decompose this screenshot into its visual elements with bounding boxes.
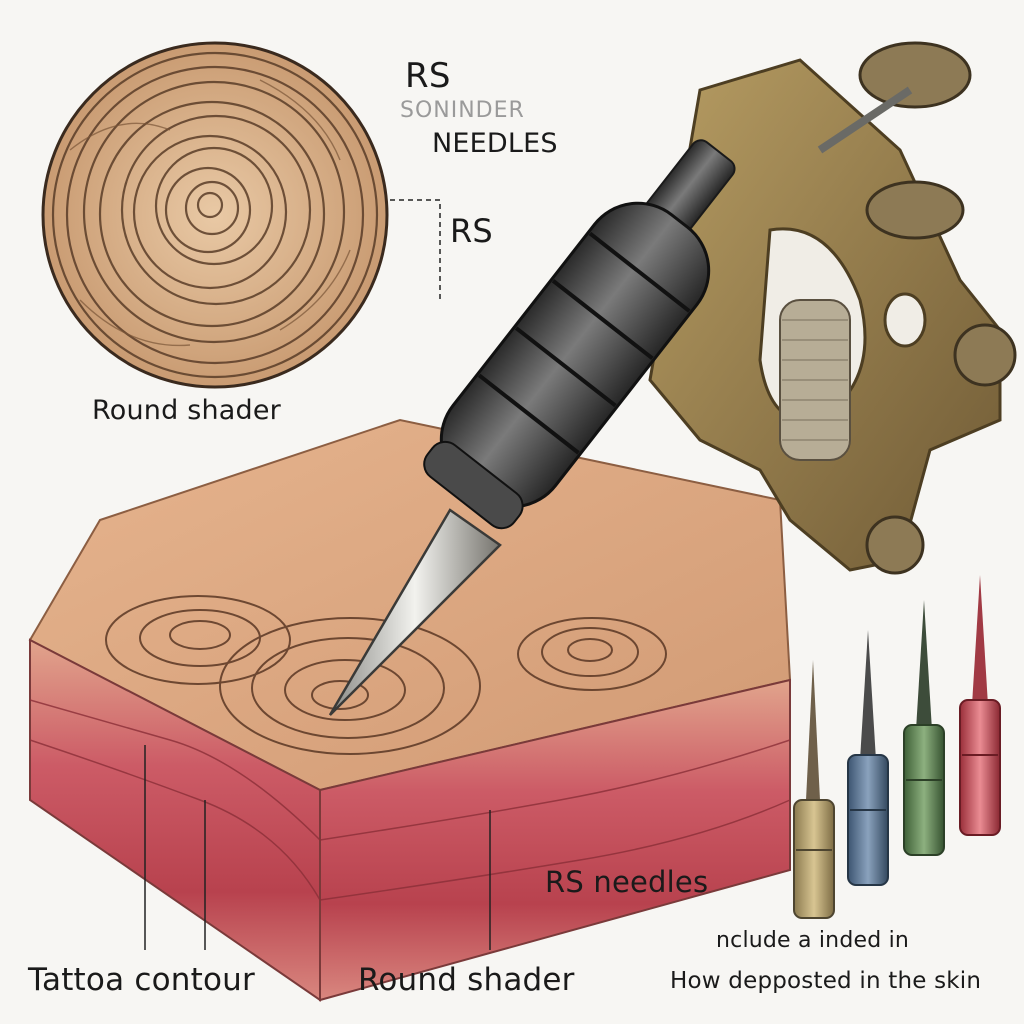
skin-block	[30, 420, 790, 1000]
skin-detail-circle	[43, 43, 387, 387]
label-rs-top: RS	[405, 56, 451, 96]
label-include-text: nclude a inded in	[716, 928, 909, 953]
label-needles-top: NEEDLES	[432, 128, 558, 159]
connector-line	[390, 200, 440, 300]
label-how-text: How depposted in the skin	[670, 968, 981, 994]
label-faded-text: SONINDER	[400, 98, 525, 123]
label-rs-needles: RS needles	[545, 865, 708, 899]
needle-cartridge-icon	[794, 575, 1000, 918]
label-round-shader-bottom: Round shader	[358, 962, 575, 998]
label-tattoo-contour: Tattoa contour	[28, 962, 255, 998]
label-rs-mid: RS	[450, 212, 493, 250]
label-round-shader-top: Round shader	[92, 395, 281, 426]
